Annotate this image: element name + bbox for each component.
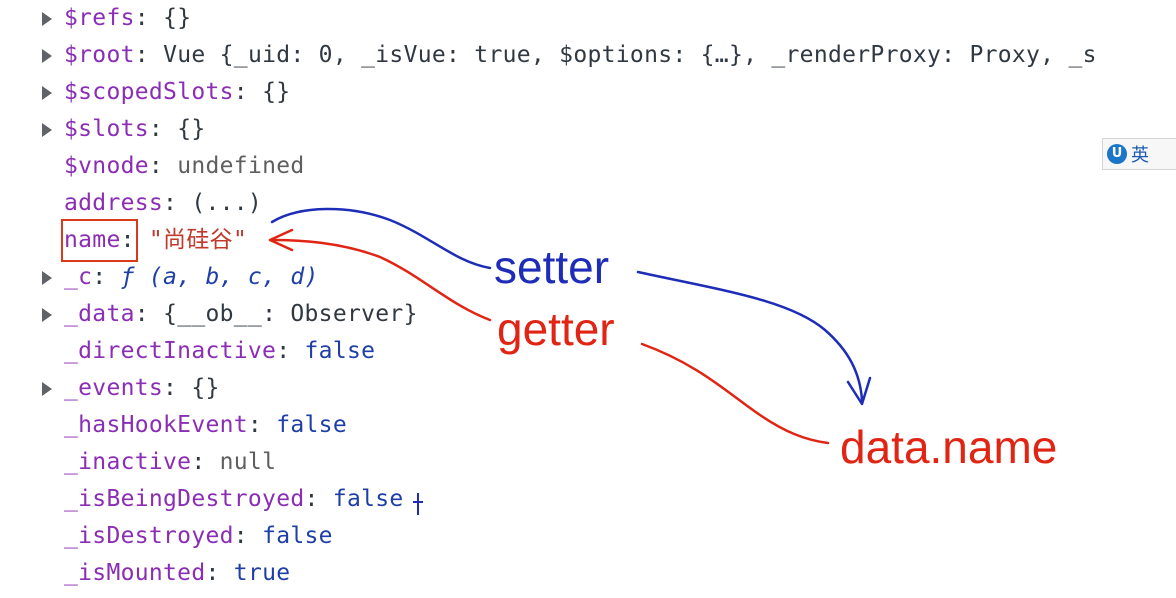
property-key: address (64, 190, 164, 216)
setter-arrow-right (636, 270, 864, 402)
property-value: false (332, 486, 404, 512)
getter-arrow-left (270, 238, 492, 322)
expand-triangle-icon[interactable] (42, 381, 52, 396)
property-value: {} (177, 116, 206, 142)
property-key: name (64, 227, 121, 253)
property-value: undefined (177, 153, 305, 179)
property-key: $refs (64, 5, 135, 31)
property-value: {} (191, 375, 220, 401)
property-key: $root (64, 42, 135, 68)
property-value: {__ob__: Observer} (163, 301, 418, 327)
expand-triangle-icon[interactable] (42, 122, 52, 137)
getter-arrow-right (640, 342, 830, 445)
highlight-box: name: (61, 219, 138, 262)
property-key: _hasHookEvent (64, 412, 248, 438)
property-value: false (304, 338, 376, 364)
getter-label: getter (497, 303, 615, 355)
property-value: true (233, 560, 291, 586)
expand-triangle-icon[interactable] (42, 85, 52, 100)
property-key: _events (64, 375, 164, 401)
setter-arrowhead-icon (846, 376, 872, 406)
property-value: Vue {_uid: 0, _isVue: true, $options: {…… (163, 42, 1097, 68)
property-value: false (276, 412, 347, 438)
ime-toolbar[interactable]: U 英 (1102, 138, 1176, 170)
text-cursor-icon (413, 493, 423, 515)
property-key: $vnode (64, 153, 149, 179)
property-value: null (219, 449, 277, 475)
property-key: _c (64, 264, 93, 290)
property-key: _isMounted (64, 560, 206, 586)
property-key: _inactive (64, 449, 192, 475)
property-key: _isBeingDestroyed (64, 486, 305, 512)
property-value: {} (163, 5, 192, 31)
property-value: false (262, 523, 333, 549)
property-value: {} (262, 79, 291, 105)
property-key: $scopedSlots (64, 79, 234, 105)
lazy-getter-value[interactable]: (...) (191, 190, 263, 216)
property-value: "尚硅谷" (148, 227, 248, 253)
expand-triangle-icon[interactable] (42, 270, 52, 285)
expand-triangle-icon[interactable] (42, 307, 52, 322)
property-key: _directInactive (64, 338, 277, 364)
property-key: _isDestroyed (64, 523, 234, 549)
expand-triangle-icon[interactable] (42, 11, 52, 26)
expand-triangle-icon[interactable] (42, 48, 52, 63)
property-key: _data (64, 301, 135, 327)
ime-language-indicator[interactable]: 英 (1131, 145, 1149, 166)
property-key: $slots (64, 116, 149, 142)
ime-logo-icon: U (1107, 144, 1127, 164)
getter-arrowhead-icon (268, 228, 294, 252)
property-value: ƒ (a, b, c, d) (120, 264, 319, 290)
data-name-label: data.name (840, 421, 1058, 473)
setter-label: setter (494, 241, 610, 293)
setter-arrow-left (270, 207, 492, 270)
